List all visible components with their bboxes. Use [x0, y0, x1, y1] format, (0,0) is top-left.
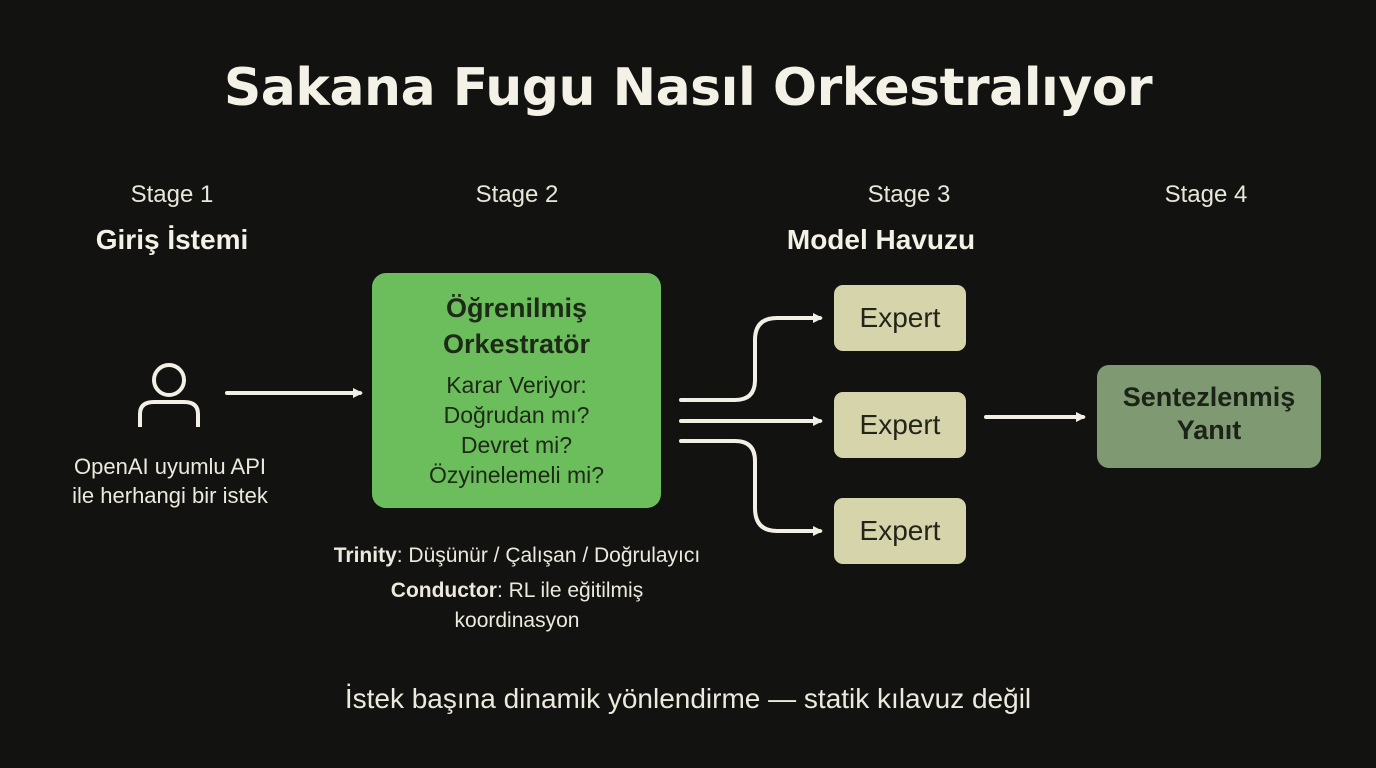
conductor-detail-cont: koordinasyon [454, 609, 580, 632]
stage-3-name: Model Havuzu [786, 224, 976, 255]
stage-1-label: Stage 1 [130, 181, 214, 208]
output-label-line: Sentezlenmiş [1122, 382, 1296, 412]
decision-line: Karar Veriyor: [446, 372, 587, 398]
conductor-label: Conductor [390, 579, 497, 602]
stage-2-label: Stage 2 [475, 181, 559, 208]
footer-caption: İstek başına dinamik yönlendirme — stati… [344, 683, 1032, 714]
stage-3-label: Stage 3 [867, 181, 951, 208]
orchestrator-title-line: Orkestratör [442, 329, 591, 359]
trinity-detail: Trinity: Düşünür / Çalışan / Doğrulayıcı [280, 541, 754, 571]
decision-line: Doğrudan mı? [443, 402, 590, 428]
orchestrator-decisions: Karar Veriyor: Doğrudan mı? Devret mi? Ö… [372, 370, 661, 490]
orchestrator-to-expert-1-arrow [679, 313, 823, 402]
orchestrator-title: Öğrenilmiş Orkestratör [372, 290, 661, 362]
trinity-label: Trinity [333, 544, 397, 567]
user-icon [138, 363, 200, 427]
output-label-line: Yanıt [1176, 415, 1242, 445]
trinity-text: : Düşünür / Çalışan / Doğrulayıcı [396, 544, 701, 567]
input-description-line: ile herhangi bir istek [72, 483, 268, 508]
stage-4-label: Stage 4 [1164, 181, 1248, 208]
stage-1-name: Giriş İstemi [95, 224, 249, 255]
conductor-text: : RL ile eğitilmiş [496, 579, 644, 602]
expert-box: Expert [834, 392, 966, 458]
decision-line: Devret mi? [460, 432, 573, 458]
output-box [1097, 365, 1321, 468]
orchestrator-box [372, 273, 661, 508]
conductor-detail: Conductor: RL ile eğitilmiş [280, 576, 754, 606]
orchestrator-title-line: Öğrenilmiş [445, 293, 588, 323]
decision-line: Özyinelemeli mi? [428, 462, 605, 488]
input-description: OpenAI uyumlu API ile herhangi bir istek [40, 452, 300, 510]
expert-box: Expert [834, 285, 966, 351]
orchestrator-to-expert-3-arrow [679, 439, 823, 536]
expert-box: Expert [834, 498, 966, 564]
input-description-line: OpenAI uyumlu API [74, 454, 266, 479]
output-label: Sentezlenmiş Yanıt [1097, 381, 1321, 447]
diagram-title: Sakana Fugu Nasıl Orkestralıyor [223, 58, 1153, 118]
